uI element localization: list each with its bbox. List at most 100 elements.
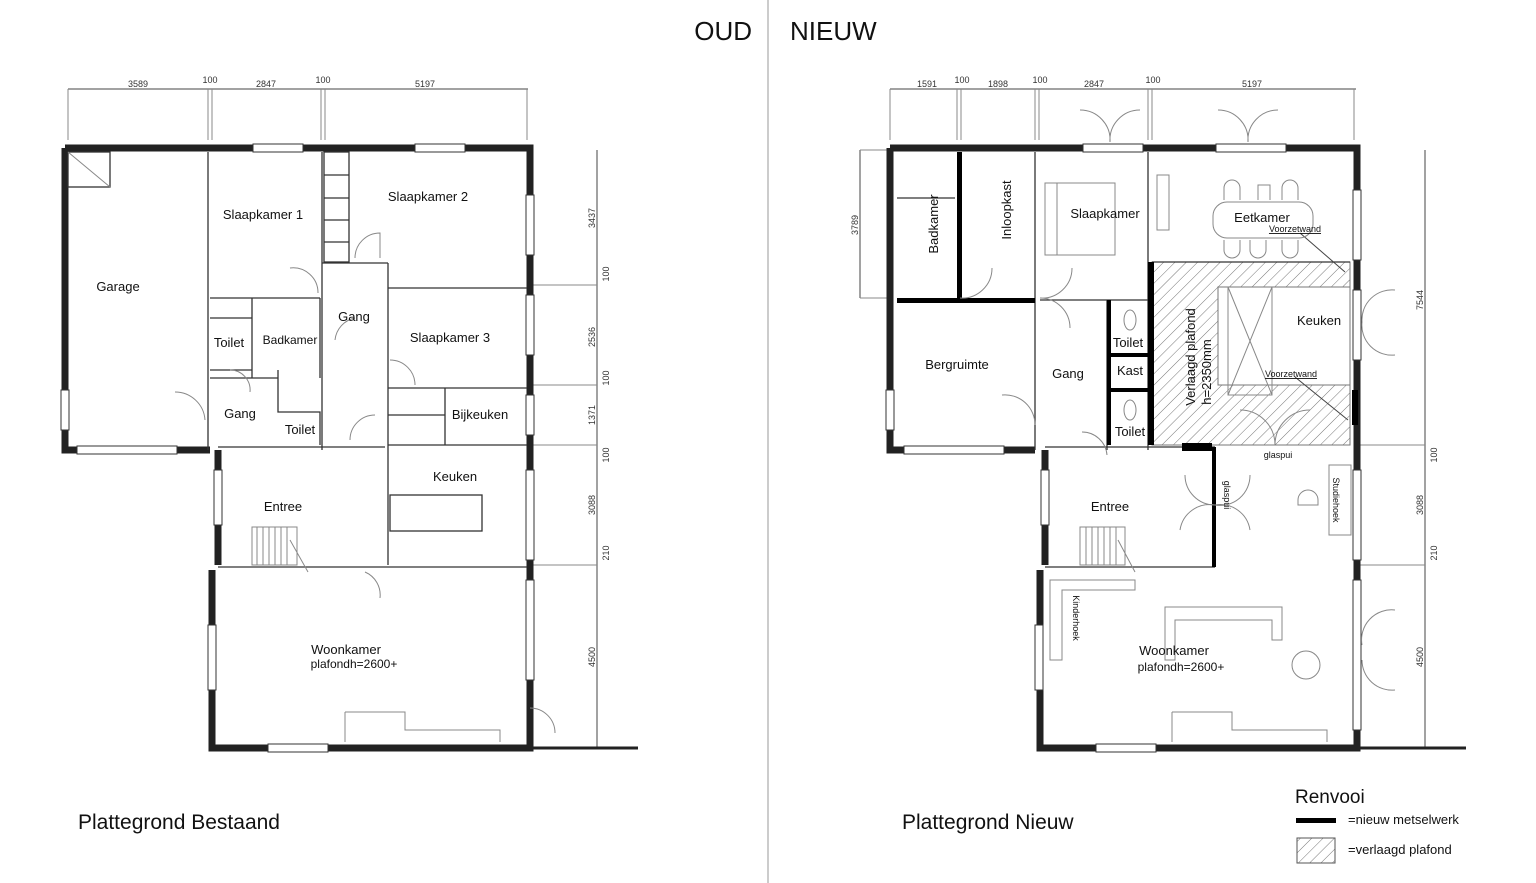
new-masonry — [957, 152, 962, 298]
room-kast: Kast — [1117, 363, 1143, 378]
room-badkamer: Badkamer — [263, 333, 318, 347]
dim-label: 2847 — [256, 79, 276, 89]
dim-label: 100 — [1145, 75, 1160, 85]
dim-label: 4500 — [1415, 647, 1425, 667]
label-voorzetwand-1: Voorzetwand — [1269, 224, 1321, 234]
label-studiehoek: Studiehoek — [1331, 477, 1341, 523]
dim-label: 210 — [601, 545, 611, 560]
room-keuken: Keuken — [433, 469, 477, 484]
dim-label: 2847 — [1084, 79, 1104, 89]
dim-label: 3789 — [850, 215, 860, 235]
room-slaapkamer-3: Slaapkamer 3 — [410, 330, 490, 345]
dim-label: 3437 — [587, 208, 597, 228]
new-masonry — [1352, 390, 1358, 425]
dim-label: 5197 — [1242, 79, 1262, 89]
dim-label: 100 — [202, 75, 217, 85]
stairs — [1079, 526, 1136, 573]
dim-label: 3589 — [128, 79, 148, 89]
new-walls — [885, 109, 1466, 753]
dim-label: 1371 — [587, 405, 597, 425]
new-masonry — [1148, 262, 1154, 445]
label-kinderhoek: Kinderhoek — [1071, 595, 1081, 641]
kitchen-island — [389, 494, 483, 532]
legend-swatch-new-masonry — [1296, 818, 1336, 823]
legend-title: Renvooi — [1295, 787, 1365, 808]
dim-label: 1591 — [917, 79, 937, 89]
room-slaapkamer: Slaapkamer — [1070, 206, 1140, 221]
new-top-dimensions: 1591 100 1898 100 2847 100 5197 — [889, 75, 1356, 140]
room-gang: Gang — [1052, 366, 1084, 381]
dim-label: 100 — [601, 447, 611, 462]
dim-label: 1898 — [988, 79, 1008, 89]
legend-label-new-masonry: =nieuw metselwerk — [1348, 812, 1459, 827]
new-masonry — [1107, 388, 1148, 392]
room-slaapkamer-1: Slaapkamer 1 — [223, 207, 303, 222]
dim-label: 100 — [1429, 447, 1439, 462]
dim-label: 100 — [954, 75, 969, 85]
room-toilet-1: Toilet — [1113, 335, 1144, 350]
room-gang: Gang — [338, 309, 370, 324]
new-plan: 1591 100 1898 100 2847 100 5197 3789 754… — [850, 75, 1466, 834]
new-masonry — [1107, 353, 1148, 357]
dim-label: 100 — [601, 266, 611, 281]
kitchen-island — [1217, 286, 1351, 386]
dim-label: 5197 — [415, 79, 435, 89]
chairs — [1291, 489, 1321, 680]
legend-label-lowered-ceiling: =verlaagd plafond — [1348, 842, 1452, 857]
room-woonkamer: Woonkamer — [311, 642, 382, 657]
old-side-dimensions: 3437 100 2536 100 1371 100 3088 210 4500 — [533, 150, 611, 748]
old-plan: 3589 100 2847 100 5197 3437 100 2536 100… — [60, 75, 638, 834]
woonkamer-note: plafondh=2600+ — [1138, 660, 1225, 674]
dim-label: 2536 — [587, 327, 597, 347]
old-walls — [60, 143, 638, 753]
garage-box — [67, 151, 111, 188]
header-new: NIEUW — [790, 16, 877, 46]
new-masonry — [897, 298, 1035, 303]
room-eetkamer: Eetkamer — [1234, 210, 1290, 225]
room-inloopkast: Inloopkast — [999, 180, 1014, 240]
room-entree: Entree — [1091, 499, 1129, 514]
dim-label: 100 — [315, 75, 330, 85]
dim-label: 3088 — [587, 495, 597, 515]
dim-label: 4500 — [587, 647, 597, 667]
label-verlaagd-hoogte: h=2350mm — [1199, 339, 1214, 404]
header-old: OUD — [694, 16, 752, 46]
room-toilet-2: Toilet — [285, 422, 316, 437]
room-toilet: Toilet — [214, 335, 245, 350]
dim-label: 100 — [601, 370, 611, 385]
new-masonry — [1107, 300, 1111, 445]
room-entree: Entree — [264, 499, 302, 514]
label-voorzetwand-2: Voorzetwand — [1265, 369, 1317, 379]
tv-cabinet — [344, 711, 501, 742]
dim-label: 100 — [1032, 75, 1047, 85]
dim-label: 210 — [1429, 545, 1439, 560]
desk — [1328, 464, 1352, 536]
room-gang-2: Gang — [224, 406, 256, 421]
room-garage: Garage — [96, 279, 139, 294]
caption-old: Plattegrond Bestaand — [78, 811, 280, 834]
woonkamer-note: plafondh=2600+ — [311, 657, 398, 671]
room-bijkeuken: Bijkeuken — [452, 407, 508, 422]
stairs — [251, 526, 309, 573]
label-verlaagd-plafond: Verlaagd plafond — [1183, 308, 1198, 406]
room-keuken: Keuken — [1297, 313, 1341, 328]
new-masonry — [1182, 443, 1212, 451]
room-woonkamer: Woonkamer — [1139, 643, 1210, 658]
legend-swatch-lowered-ceiling — [1296, 837, 1336, 864]
dim-label: 3088 — [1415, 495, 1425, 515]
sofa — [1164, 606, 1283, 661]
room-badkamer: Badkamer — [926, 194, 941, 254]
dining-table — [1212, 201, 1314, 239]
label-glaspui-1: glaspui — [1264, 450, 1293, 460]
new-side-dimensions: 3789 7544 100 3088 210 4500 — [850, 149, 1439, 748]
old-top-dimensions: 3589 100 2847 100 5197 — [67, 75, 528, 140]
room-bergruimte: Bergruimte — [925, 357, 989, 372]
kinderhoek-bench — [1049, 579, 1136, 661]
label-glaspui-2: glaspui — [1222, 481, 1232, 510]
legend: Renvooi =nieuw metselwerk =verlaagd plaf… — [1295, 787, 1459, 864]
dim-label: 7544 — [1415, 290, 1425, 310]
caption-new: Plattegrond Nieuw — [902, 811, 1074, 834]
new-masonry — [1212, 447, 1216, 567]
room-slaapkamer-2: Slaapkamer 2 — [388, 189, 468, 204]
